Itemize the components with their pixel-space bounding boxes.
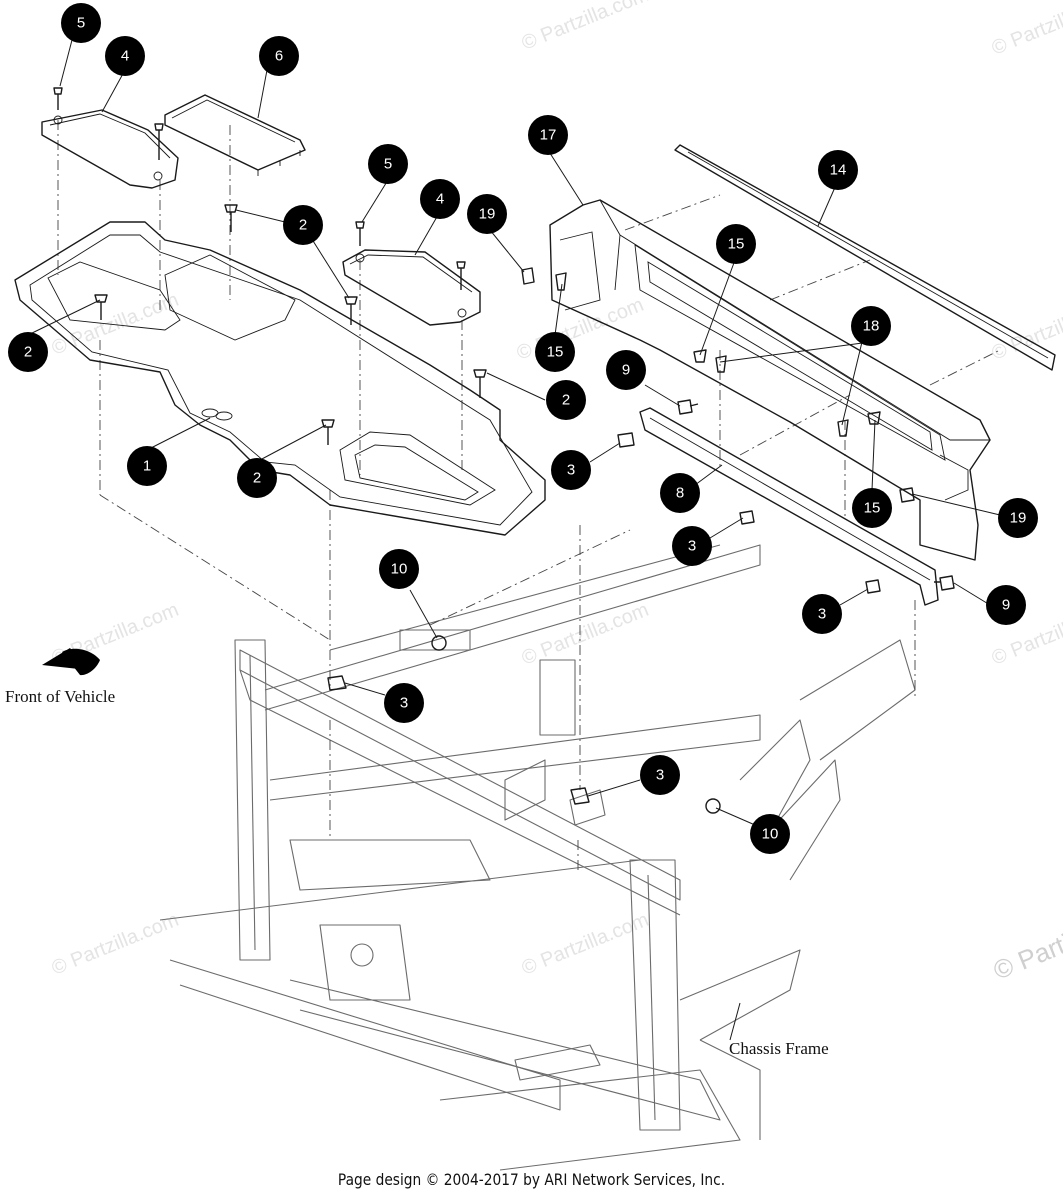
callout-number: 19 xyxy=(479,206,496,223)
callout-3-b: 3 xyxy=(672,526,712,566)
callout-number: 17 xyxy=(540,127,557,144)
callout-number: 2 xyxy=(299,217,307,234)
callout-3-c: 3 xyxy=(802,594,842,634)
page-footer: Page design © 2004-2017 by ARI Network S… xyxy=(337,1170,726,1189)
callout-number: 6 xyxy=(275,48,283,65)
callout-number: 8 xyxy=(676,485,684,502)
chassis-frame xyxy=(159,544,916,1171)
chassis-frame-label: Chassis Frame xyxy=(729,1039,829,1058)
top-rail xyxy=(674,144,1056,371)
callout-19-b: 19 xyxy=(998,498,1038,538)
hardware xyxy=(327,267,955,814)
callout-number: 15 xyxy=(728,236,745,253)
callout-number: 3 xyxy=(818,606,826,623)
callout-10-b: 10 xyxy=(750,814,790,854)
callout-number: 15 xyxy=(864,500,881,517)
callout-14: 14 xyxy=(818,150,858,190)
callout-number: 5 xyxy=(384,156,392,173)
callout-9-b: 9 xyxy=(986,585,1026,625)
callout-number: 9 xyxy=(622,362,630,379)
callout-5-a: 5 xyxy=(61,3,101,43)
callout-leaders xyxy=(27,39,1001,826)
callout-4-b: 4 xyxy=(420,179,460,219)
callout-number: 9 xyxy=(1002,597,1010,614)
watermark: © Partzilla.com xyxy=(989,0,1063,60)
callout-5-b: 5 xyxy=(368,144,408,184)
callout-number: 4 xyxy=(436,191,444,208)
assembly-lines xyxy=(57,120,1001,870)
callout-3-e: 3 xyxy=(640,755,680,795)
rear-bed-panel xyxy=(549,199,991,561)
callout-number: 5 xyxy=(77,15,85,32)
callout-19-a: 19 xyxy=(467,194,507,234)
front-of-vehicle-label: Front of Vehicle xyxy=(5,687,115,706)
callout-4-a: 4 xyxy=(105,36,145,76)
callout-17: 17 xyxy=(528,115,568,155)
callout-number: 3 xyxy=(567,462,575,479)
callout-6: 6 xyxy=(259,36,299,76)
callout-number: 4 xyxy=(121,48,129,65)
callout-number: 15 xyxy=(547,344,564,361)
callout-18: 18 xyxy=(851,306,891,346)
callout-2-a: 2 xyxy=(283,205,323,245)
callout-3-d: 3 xyxy=(384,683,424,723)
callout-number: 2 xyxy=(562,392,570,409)
chassis-frame-leader xyxy=(729,1002,741,1041)
access-cover-middle xyxy=(342,249,481,326)
callout-15-a: 15 xyxy=(716,224,756,264)
callout-number: 1 xyxy=(143,458,151,475)
callout-9-a: 9 xyxy=(606,350,646,390)
callout-15-c: 15 xyxy=(852,488,892,528)
callout-2-d: 2 xyxy=(237,458,277,498)
callout-number: 3 xyxy=(400,695,408,712)
callout-number: 10 xyxy=(391,561,408,578)
watermark: © Partzilla.com xyxy=(49,289,182,360)
callout-number: 14 xyxy=(830,162,847,179)
callout-2-c: 2 xyxy=(546,380,586,420)
callout-2-b: 2 xyxy=(8,332,48,372)
floor-panel xyxy=(14,221,546,536)
callout-1: 1 xyxy=(127,446,167,486)
watermark: © Partzilla.com xyxy=(519,0,652,55)
callout-8: 8 xyxy=(660,473,700,513)
callout-number: 19 xyxy=(1010,510,1027,527)
screws xyxy=(53,87,487,445)
callout-number: 3 xyxy=(656,767,664,784)
front-of-vehicle-arrow xyxy=(42,648,100,676)
callout-number: 2 xyxy=(253,470,261,487)
callout-3-a: 3 xyxy=(551,450,591,490)
watermark-cut: © Parti xyxy=(989,928,1063,986)
callout-number: 10 xyxy=(762,826,779,843)
callout-number: 18 xyxy=(863,318,880,335)
mount-bracket xyxy=(639,407,939,606)
callout-number: 3 xyxy=(688,538,696,555)
callout-number: 2 xyxy=(24,344,32,361)
cover-plate xyxy=(164,94,306,176)
access-cover-left xyxy=(41,109,179,189)
callout-15-b: 15 xyxy=(535,332,575,372)
callout-10-a: 10 xyxy=(379,549,419,589)
